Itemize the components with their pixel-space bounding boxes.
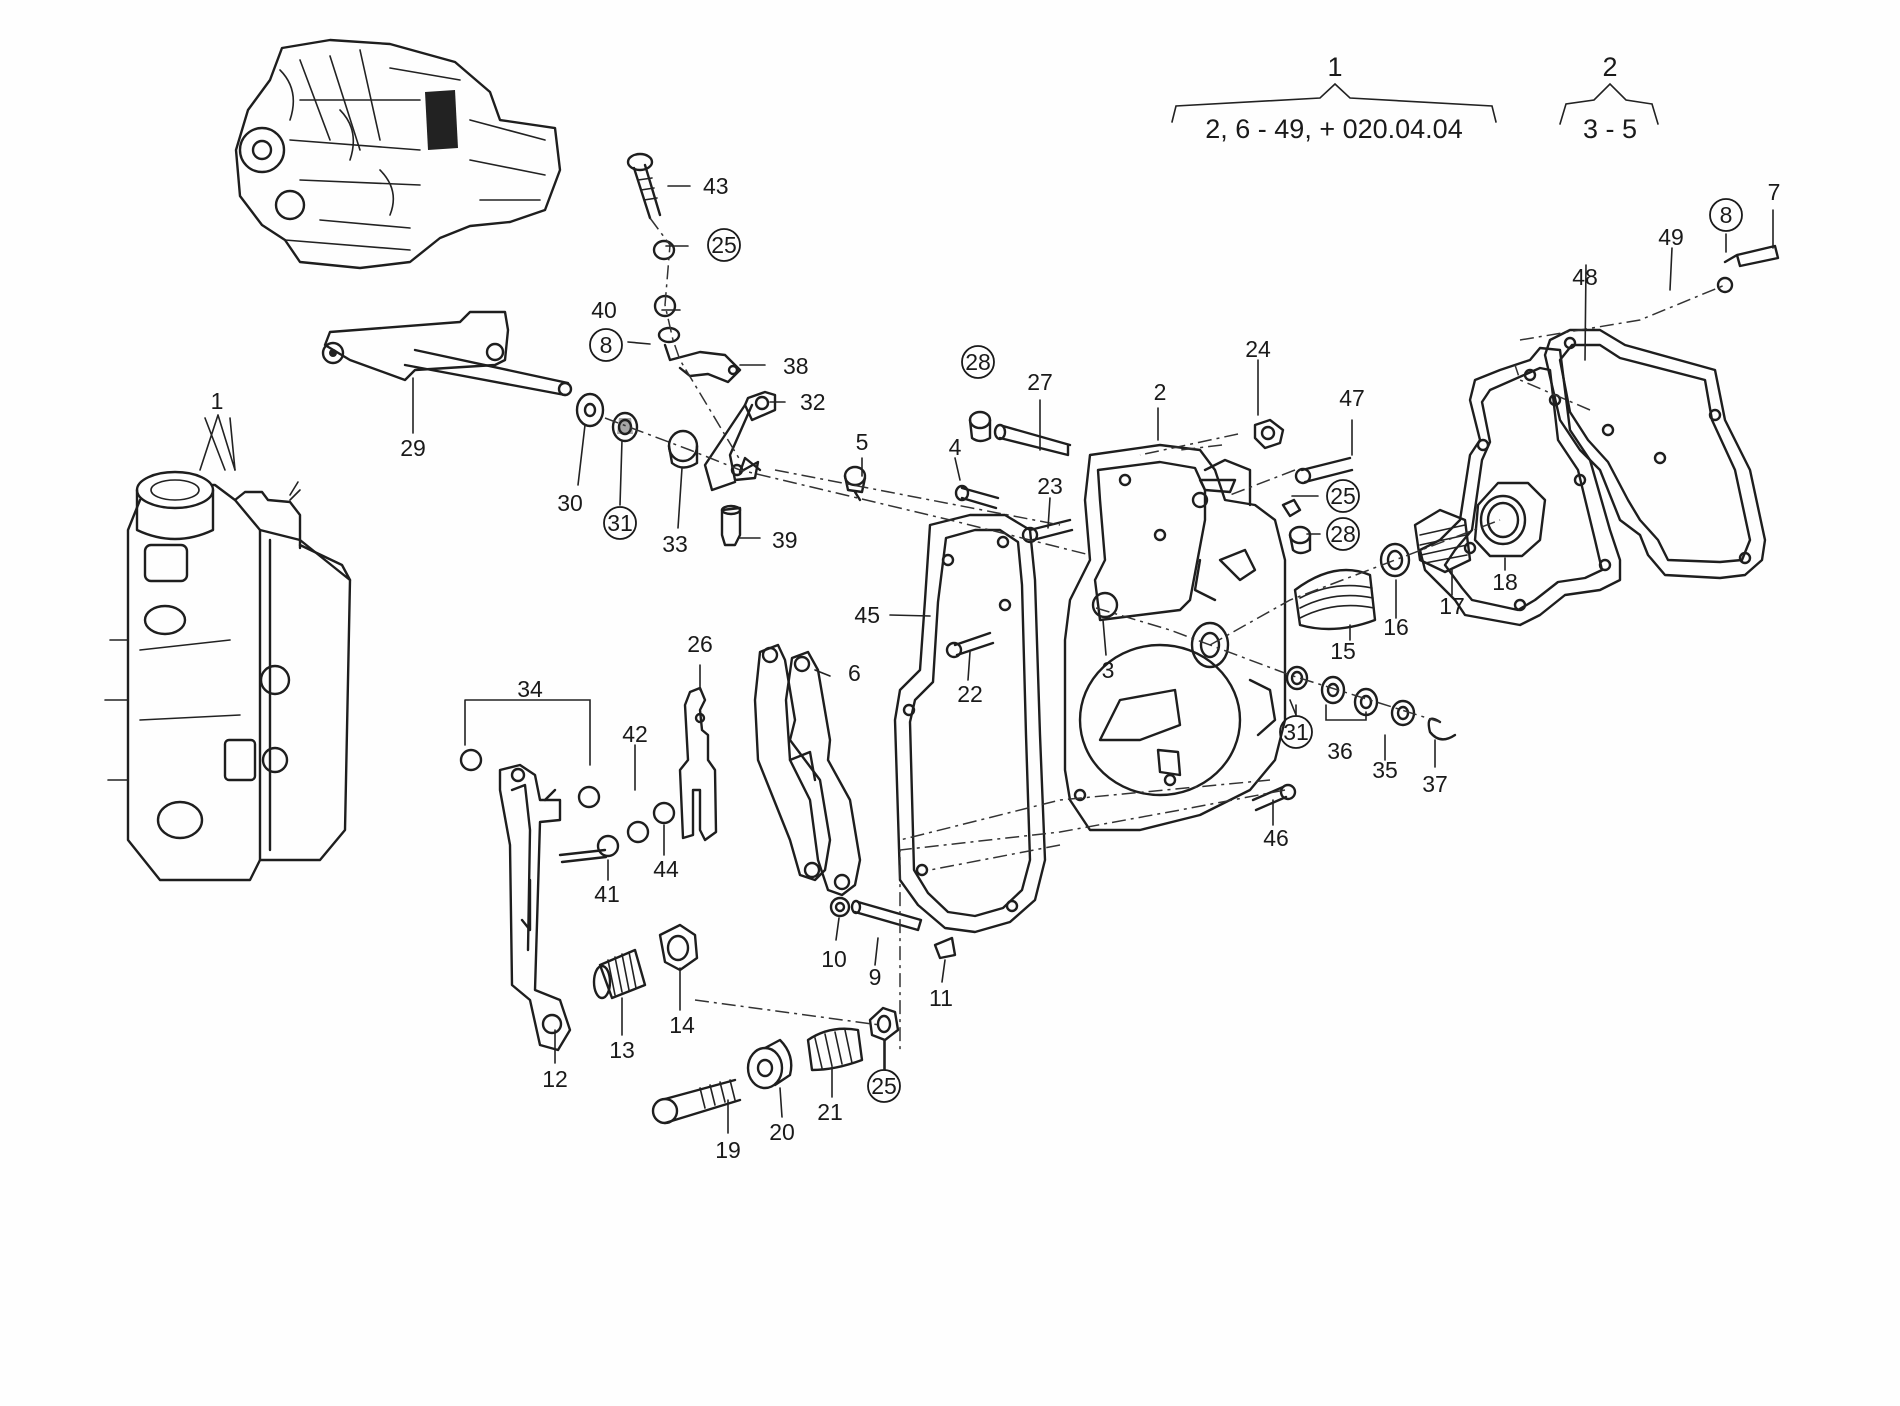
- pin-9-10-11: [829, 896, 957, 960]
- callout-35: 35: [1372, 757, 1398, 783]
- callout-29: 29: [400, 435, 426, 461]
- legend-group2-bracket: [1559, 82, 1659, 125]
- callout-31-left: 31: [607, 510, 633, 536]
- lever-shaft-29: [321, 310, 573, 397]
- callout-20: 20: [769, 1119, 795, 1145]
- legend-group1-range: 2, 6 - 49, + 020.04.04: [1205, 114, 1462, 144]
- gasket-45: [893, 513, 1047, 934]
- callout-23: 23: [1037, 473, 1063, 499]
- callout-28-right: 28: [1330, 521, 1356, 547]
- lever-assembly-12: [459, 748, 676, 1052]
- callout-10: 10: [821, 946, 847, 972]
- screw-stack-43-40-38: [626, 152, 742, 384]
- callout-39: 39: [772, 527, 798, 553]
- legend-group2-number: 2: [1602, 52, 1617, 82]
- callout-31-right: 31: [1283, 719, 1309, 745]
- callout-7: 7: [1768, 179, 1781, 205]
- callout-18: 18: [1492, 569, 1518, 595]
- callout-46: 46: [1263, 825, 1289, 851]
- legend-group2-range: 3 - 5: [1583, 114, 1637, 144]
- callout-13: 13: [609, 1037, 635, 1063]
- pump-housing: [104, 417, 352, 882]
- lever-32: [703, 390, 777, 547]
- callout-38: 38: [783, 353, 809, 379]
- links-6: [753, 643, 862, 897]
- callout-45: 45: [854, 602, 880, 628]
- callout-2: 2: [1154, 379, 1167, 405]
- callout-27: 27: [1027, 369, 1053, 395]
- callout-5: 5: [856, 429, 869, 455]
- callout-43: 43: [703, 173, 729, 199]
- callout-17: 17: [1439, 593, 1465, 619]
- callout-25-bottom: 25: [871, 1073, 897, 1099]
- callout-19: 19: [715, 1137, 741, 1163]
- callout-16: 16: [1383, 614, 1409, 640]
- gaskets-48-49: [1418, 328, 1767, 627]
- callout-12: 12: [542, 1066, 568, 1092]
- callout-3: 3: [1102, 657, 1115, 683]
- callout-22: 22: [957, 681, 983, 707]
- callout-41: 41: [594, 881, 620, 907]
- callout-25-top: 25: [711, 232, 737, 258]
- callout-26: 26: [687, 631, 713, 657]
- callout-42: 42: [622, 721, 648, 747]
- assembly-lines: [604, 217, 1726, 1050]
- legend-group1-number: 1: [1327, 52, 1342, 82]
- fork-26: [678, 686, 718, 842]
- callout-33: 33: [662, 531, 688, 557]
- callout-37: 37: [1422, 771, 1448, 797]
- callout-labels: 1 2 3 4 5 6 7 8 8 9 10 11 12 13 14 15 16…: [211, 173, 1781, 1163]
- engine-thumbnail: [234, 38, 562, 270]
- callout-1: 1: [211, 388, 224, 414]
- legend: 1 2, 6 - 49, + 020.04.04 2 3 - 5: [1171, 52, 1659, 144]
- governor-housing-2: [1063, 443, 1287, 832]
- callout-6: 6: [848, 660, 861, 686]
- callout-9: 9: [869, 964, 882, 990]
- leader-lines: [199, 185, 1774, 1134]
- callout-8-top: 8: [1720, 202, 1733, 228]
- callout-30: 30: [557, 490, 583, 516]
- callout-36: 36: [1327, 738, 1353, 764]
- callout-8-left: 8: [600, 332, 613, 358]
- callout-15: 15: [1330, 638, 1356, 664]
- circled-leaders: [883, 704, 1297, 1071]
- callout-44: 44: [653, 856, 679, 882]
- callout-14: 14: [669, 1012, 695, 1038]
- callout-47: 47: [1339, 385, 1365, 411]
- callout-24: 24: [1245, 336, 1271, 362]
- screw-spring-19-21: [651, 1006, 900, 1125]
- callout-49: 49: [1658, 224, 1684, 250]
- callout-34: 34: [517, 676, 543, 702]
- legend-group1-bracket: [1171, 82, 1497, 123]
- spring-assembly-15-18: [1293, 481, 1547, 631]
- callout-48: 48: [1572, 264, 1598, 290]
- part-28-bush: [968, 410, 992, 430]
- callout-21: 21: [817, 1099, 843, 1125]
- callout-25-right: 25: [1330, 483, 1356, 509]
- callout-4: 4: [949, 434, 962, 460]
- small-hardware: [843, 244, 1780, 812]
- screw-nut-13-14: [592, 923, 699, 1000]
- callout-11: 11: [929, 985, 953, 1011]
- callout-32: 32: [800, 389, 826, 415]
- callout-28-top: 28: [965, 349, 991, 375]
- callout-40: 40: [591, 297, 617, 323]
